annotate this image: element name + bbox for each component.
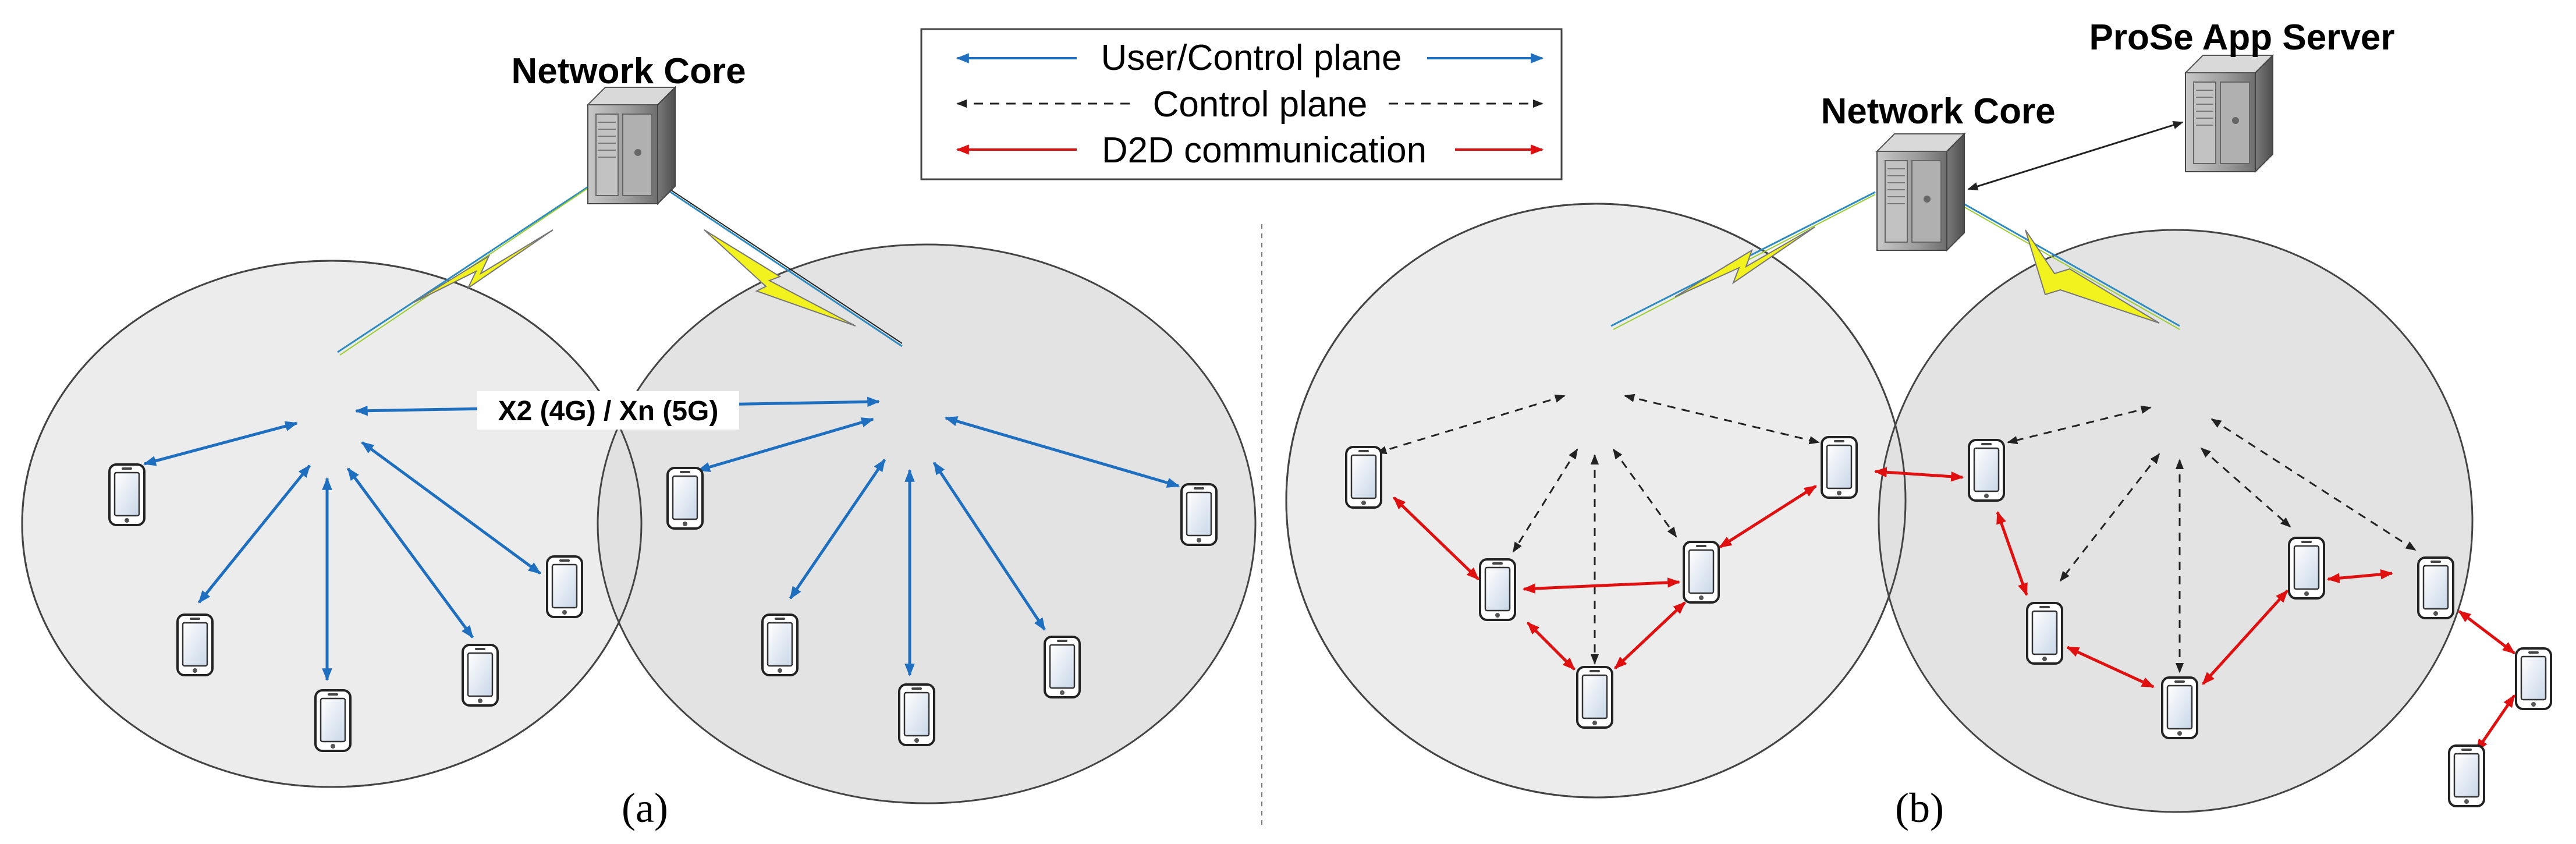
backhaul-links-b [1610, 191, 2180, 330]
network-core-server-icon [1876, 133, 1965, 251]
ue-phone-icon [1683, 541, 1720, 604]
ue-phone-icon [1576, 666, 1613, 729]
lightning-icon [704, 229, 856, 327]
ue-phone-icon [176, 614, 214, 676]
core-prose-link [1967, 120, 2184, 191]
control-links-b-left [1376, 393, 1820, 665]
ue-phone-icon [898, 683, 935, 746]
ue-phone-icon [314, 689, 352, 752]
ue-phone-icon [1968, 439, 2005, 502]
network-core-label-b: Network Core [1821, 91, 2055, 132]
ue-phone-icon [2448, 744, 2485, 807]
backhaul-links-a [337, 185, 903, 356]
ue-phone-icon [1180, 483, 1218, 546]
lightning-icon [1674, 226, 1815, 297]
lightning-icon [2025, 229, 2160, 324]
caption-b: (b) [1895, 785, 1944, 831]
network-core-label-a: Network Core [511, 51, 746, 91]
network-core-server-icon [587, 87, 676, 204]
ue-links-a-left [143, 421, 541, 682]
prose-server-label: ProSe App Server [2089, 17, 2395, 58]
legend-user-control-label: User/Control plane [1101, 38, 1402, 78]
legend: User/Control plane Control plane D2D com… [920, 28, 1563, 180]
ue-phone-icon [546, 555, 583, 618]
lightning-icon [413, 229, 553, 303]
ue-phone-icon [462, 644, 499, 707]
ue-phone-icon [1044, 636, 1081, 698]
ue-phone-icon [2161, 676, 2198, 739]
ue-phone-icon [2515, 647, 2552, 710]
legend-control-label: Control plane [1153, 84, 1368, 125]
caption-a: (a) [622, 785, 668, 831]
prose-server-icon [2185, 55, 2273, 172]
ue-phone-icon [761, 614, 799, 676]
x2-xn-label: X2 (4G) / Xn (5G) [498, 396, 719, 427]
panel-b: Network Core ProSe App Server [1285, 17, 2552, 831]
ue-phone-icon [1479, 558, 1516, 621]
ue-phone-icon [2288, 537, 2325, 600]
ue-phone-icon [2026, 602, 2063, 665]
ue-phone-icon [108, 463, 146, 526]
ue-phone-icon [666, 467, 704, 530]
ue-phone-icon [1821, 436, 1858, 499]
panel-a: Network Core X2 (4G) / Xn (5G) [21, 51, 1257, 831]
ue-phone-icon [2417, 556, 2454, 619]
control-links-b-right [2007, 405, 2417, 673]
d2d-links-b [1393, 467, 2516, 752]
ue-links-a-right [697, 416, 1180, 677]
legend-d2d-label: D2D communication [1102, 130, 1427, 171]
ue-phone-icon [1345, 446, 1382, 509]
